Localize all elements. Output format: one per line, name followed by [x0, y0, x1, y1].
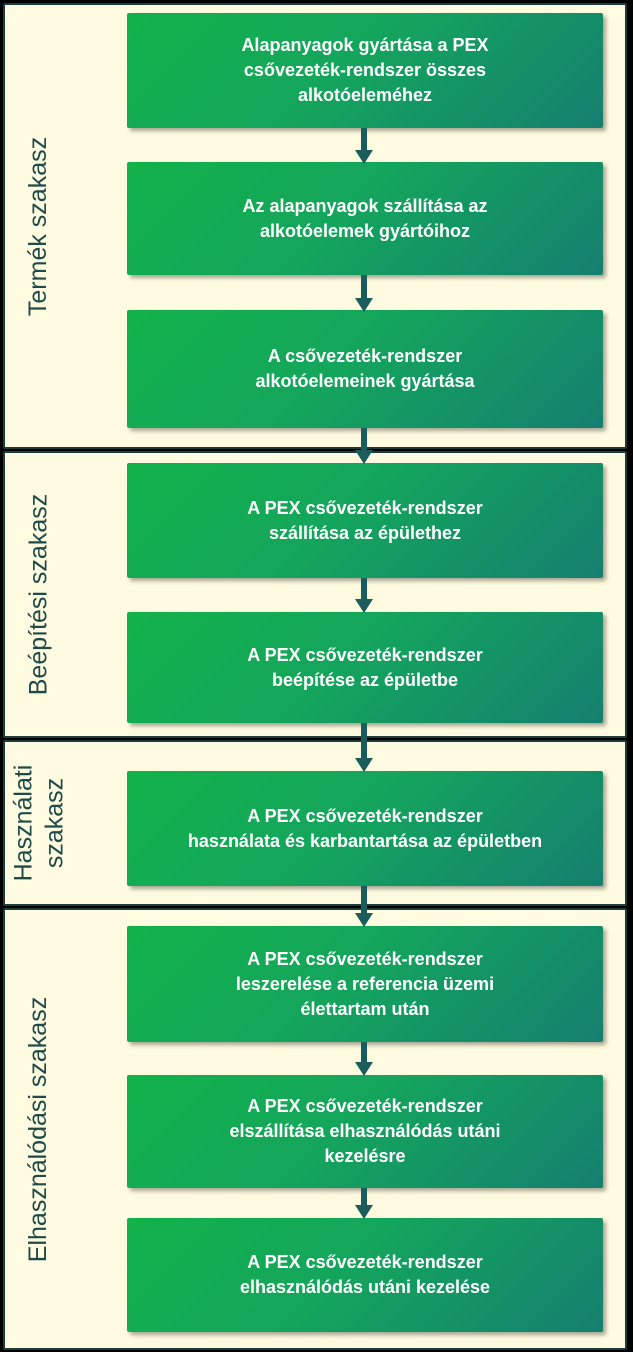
step-waste-processing: A PEX csővezeték-rendszer elhasználódás …	[127, 1218, 603, 1332]
arrow-down-icon	[355, 886, 373, 927]
arrow-down-icon	[355, 128, 373, 164]
phase-label-installation: Beépítési szakasz	[24, 493, 53, 696]
step-dismantling: A PEX csővezeték-rendszer leszerelése a …	[127, 926, 603, 1042]
arrow-down-icon	[355, 578, 373, 613]
phase-label-end-of-life: Elhasználódási szakasz	[24, 996, 53, 1262]
arrow-down-icon	[355, 275, 373, 312]
step-raw-material-transport: Az alapanyagok szállítása az alkotóeleme…	[127, 162, 603, 275]
arrow-down-icon	[355, 723, 373, 772]
arrow-down-icon	[355, 428, 373, 464]
arrow-down-icon	[355, 1042, 373, 1076]
step-transport-to-building: A PEX csővezeték-rendszer szállítása az …	[127, 463, 603, 578]
step-raw-material-production: Alapanyagok gyártása a PEX csővezeték-re…	[127, 13, 603, 128]
arrow-down-icon	[355, 1188, 373, 1219]
step-use-maintenance: A PEX csővezeték-rendszer használata és …	[127, 771, 603, 886]
step-transport-to-waste: A PEX csővezeték-rendszer elszállítása e…	[127, 1075, 603, 1188]
phase-label-product: Termék szakasz	[24, 136, 53, 316]
step-component-manufacturing: A csővezeték-rendszer alkotóelemeinek gy…	[127, 310, 603, 428]
step-installation: A PEX csővezeték-rendszer beépítése az é…	[127, 612, 603, 723]
phase-label-use: Használati szakasz	[9, 764, 69, 882]
